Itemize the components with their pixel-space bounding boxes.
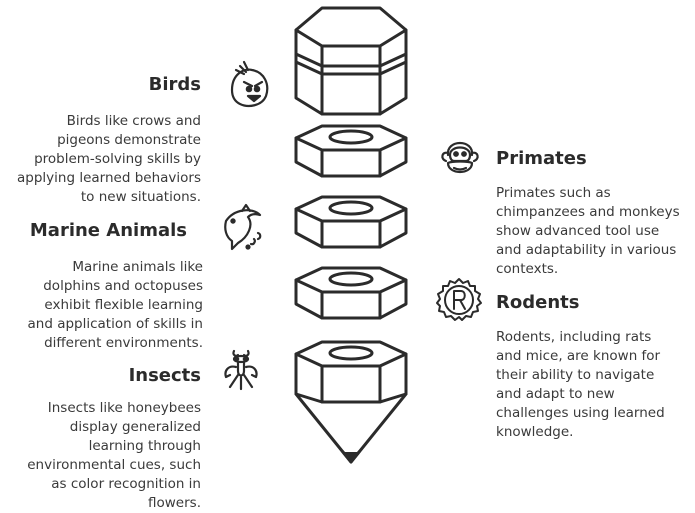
primates-title: Primates	[496, 148, 587, 169]
marine-title: Marine Animals	[29, 220, 187, 241]
stack-nut-4-tip	[294, 340, 408, 464]
primates-description: Primates such as chimpanzees and monkeys…	[496, 185, 680, 277]
rodents-description: Rodents, including rats and mice, are kn…	[496, 329, 665, 440]
dolphin-icon	[224, 203, 262, 251]
bird-icon	[230, 60, 269, 107]
rodents-section: Rodents Rodents, including rats and mice…	[496, 292, 695, 442]
monkey-icon	[441, 141, 479, 174]
mantis-icon	[224, 349, 258, 391]
marine-section: Marine Animals Marine animals like dolph…	[0, 220, 205, 351]
birds-description: Birds like crows and pigeons demonstrate…	[17, 113, 201, 205]
birds-title: Birds	[148, 74, 201, 95]
birds-section: Birds Birds like crows and pigeons demon…	[0, 74, 201, 205]
registered-seal-icon	[436, 278, 482, 321]
insects-section: Insects Insects like honeybees display g…	[0, 365, 201, 511]
stack-nut-3	[294, 266, 408, 320]
stack-nut-1	[294, 124, 408, 178]
insects-title: Insects	[128, 365, 201, 386]
primates-section: Primates Primates such as chimpanzees an…	[496, 148, 695, 278]
stack-cap	[294, 6, 408, 116]
rodents-title: Rodents	[496, 292, 580, 313]
marine-description: Marine animals like dolphins and octopus…	[27, 259, 204, 351]
stack-nut-2	[294, 195, 408, 249]
insects-description: Insects like honeybees display generaliz…	[27, 400, 201, 511]
